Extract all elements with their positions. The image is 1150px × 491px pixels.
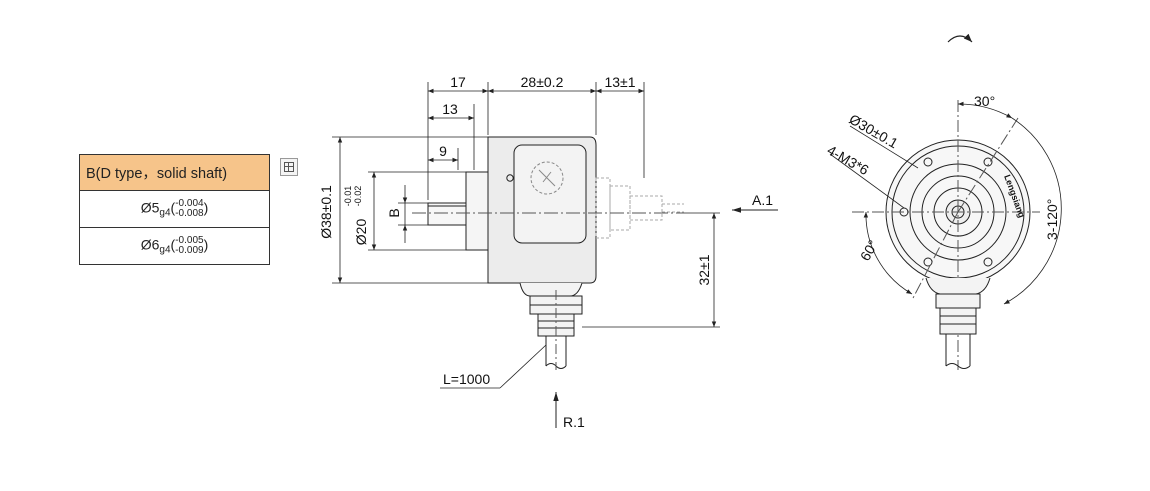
front-view bbox=[829, 33, 1062, 370]
dim-9: 9 bbox=[439, 143, 447, 159]
dim-32: 32±1 bbox=[696, 254, 712, 285]
spec-table-header: B(D type，solid shaft) bbox=[79, 154, 270, 191]
tol-upper: -0.005 bbox=[175, 235, 204, 246]
dim-dia20-tol-upper: -0.01 bbox=[343, 186, 353, 207]
dim-13: 13 bbox=[442, 101, 458, 117]
internal-disc bbox=[530, 161, 564, 195]
spec-table-row: Ø5g4(-0.004-0.008) bbox=[79, 190, 270, 228]
disc-mark bbox=[538, 169, 556, 187]
dim-dia30: Ø30±0.1 bbox=[847, 111, 902, 152]
dim-dia38: Ø38±0.1 bbox=[318, 185, 334, 239]
dim-b: B bbox=[386, 208, 402, 217]
dim-dia20-tol-lower: -0.02 bbox=[353, 186, 363, 207]
tol-lower: -0.008 bbox=[175, 208, 204, 219]
rear-connector bbox=[595, 177, 684, 239]
mount-hole bbox=[983, 257, 993, 267]
dim-13-tol: 13±1 bbox=[604, 74, 635, 90]
gland-base bbox=[519, 282, 583, 297]
spec-sub: g4 bbox=[159, 244, 171, 256]
arc-120 bbox=[1003, 117, 1062, 305]
cable bbox=[545, 336, 567, 366]
dimension-lines bbox=[332, 82, 720, 389]
tol-lower: -0.009 bbox=[175, 245, 204, 256]
cable-length: L=1000 bbox=[443, 371, 490, 387]
spec-tolerance: -0.005-0.009 bbox=[175, 236, 203, 256]
side-view bbox=[332, 82, 778, 428]
spec-cell-d5: Ø5g4(-0.004-0.008) bbox=[79, 190, 270, 228]
spec-base: Ø6 bbox=[140, 236, 160, 253]
spec-table-row: Ø6g4(-0.005-0.009) bbox=[79, 227, 270, 265]
spec-table-header-row: B(D type，solid shaft) bbox=[79, 154, 270, 191]
view-label-r: R.1 bbox=[563, 414, 585, 430]
table-icon[interactable] bbox=[280, 158, 298, 176]
dim-28: 28±0.2 bbox=[521, 74, 564, 90]
mount-hole bbox=[923, 157, 933, 167]
shaft bbox=[427, 202, 467, 226]
screw-head bbox=[506, 174, 514, 182]
spec-sub: g4 bbox=[159, 207, 171, 219]
arc-30 bbox=[957, 101, 1013, 119]
shaft-spec-table: B(D type，solid shaft) Ø5g4(-0.004-0.008)… bbox=[79, 154, 270, 265]
rotation-arrow-icon bbox=[947, 33, 973, 43]
dim-dia20: Ø20 bbox=[353, 219, 369, 246]
mount-hole bbox=[983, 157, 993, 167]
arc-60 bbox=[863, 211, 913, 295]
dim-angle-120: 3-120° bbox=[1044, 199, 1060, 240]
flange bbox=[465, 171, 489, 251]
view-label-a: A.1 bbox=[752, 192, 773, 208]
dim-holes: 4-M3*6 bbox=[825, 142, 872, 179]
tol-upper: -0.004 bbox=[175, 198, 204, 209]
dim-angle-30: 30° bbox=[974, 93, 995, 109]
dim-17: 17 bbox=[450, 74, 466, 90]
spec-tolerance: -0.004-0.008 bbox=[175, 199, 203, 219]
spec-base: Ø5 bbox=[140, 199, 160, 216]
spec-cell-d6: Ø6g4(-0.005-0.009) bbox=[79, 227, 270, 265]
